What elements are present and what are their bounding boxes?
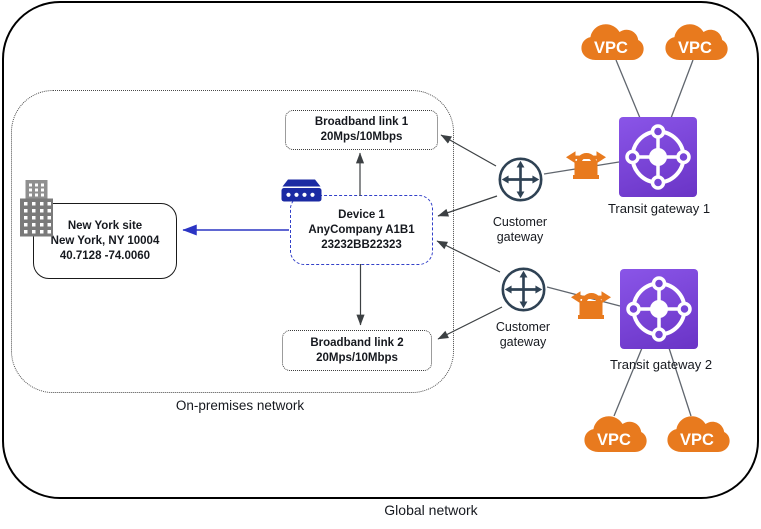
- customer-gateway-1-label: Customer gateway: [492, 215, 548, 244]
- broadband-link-2-speed: 20Mps/10Mbps: [316, 351, 398, 364]
- device-vendor: AnyCompany A1B1: [308, 223, 415, 236]
- new-york-site-box: New York site New York, NY 10004 40.7128…: [33, 203, 177, 279]
- new-york-site-coordinates: 40.7128 -74.0060: [59, 249, 151, 262]
- customer-gateway-icon: [498, 157, 543, 202]
- office-building-icon: [20, 180, 53, 237]
- device-serial: 23232BB22323: [321, 238, 402, 251]
- device-title: Device 1: [338, 208, 385, 221]
- site-to-site-vpn-icon: [566, 151, 606, 179]
- device-box: Device 1 AnyCompany A1B1 23232BB22323: [290, 195, 433, 265]
- broadband-link-2-title: Broadband link 2: [310, 336, 404, 349]
- broadband-link-1-speed: 20Mps/10Mbps: [320, 131, 403, 143]
- on-premises-network-label: On-premises network: [175, 398, 305, 413]
- vpc-label: VPC: [597, 431, 631, 449]
- site-to-site-vpn-icon: [571, 291, 611, 319]
- global-network-boundary: [2, 1, 759, 499]
- transit-gateway-1-label: Transit gateway 1: [607, 201, 711, 216]
- broadband-link-1-title: Broadband link 1: [314, 116, 409, 128]
- transit-gateway-2-label: Transit gateway 2: [609, 357, 713, 372]
- customer-gateway-2-label: Customer gateway: [495, 320, 551, 349]
- network-appliance-icon: [281, 179, 322, 202]
- vpc-cloud-icon: VPC: [584, 416, 647, 452]
- broadband-link-1-box: Broadband link 1 20Mps/10Mbps: [285, 110, 438, 150]
- new-york-site-address: New York, NY 10004: [50, 234, 160, 247]
- vpc-label: VPC: [680, 431, 714, 449]
- vpc-cloud-icon: VPC: [665, 24, 728, 60]
- broadband-link-2-box: Broadband link 2 20Mps/10Mbps: [282, 330, 432, 371]
- global-network-label: Global network: [384, 502, 478, 518]
- vpc-cloud-icon: VPC: [667, 416, 730, 452]
- transit-gateway-icon: [620, 269, 698, 349]
- customer-gateway-icon: [501, 267, 546, 312]
- vpc-label: VPC: [678, 39, 712, 57]
- new-york-site-title: New York site: [67, 219, 143, 232]
- vpc-label: VPC: [594, 39, 628, 57]
- vpc-cloud-icon: VPC: [581, 24, 644, 60]
- transit-gateway-icon: [619, 117, 697, 197]
